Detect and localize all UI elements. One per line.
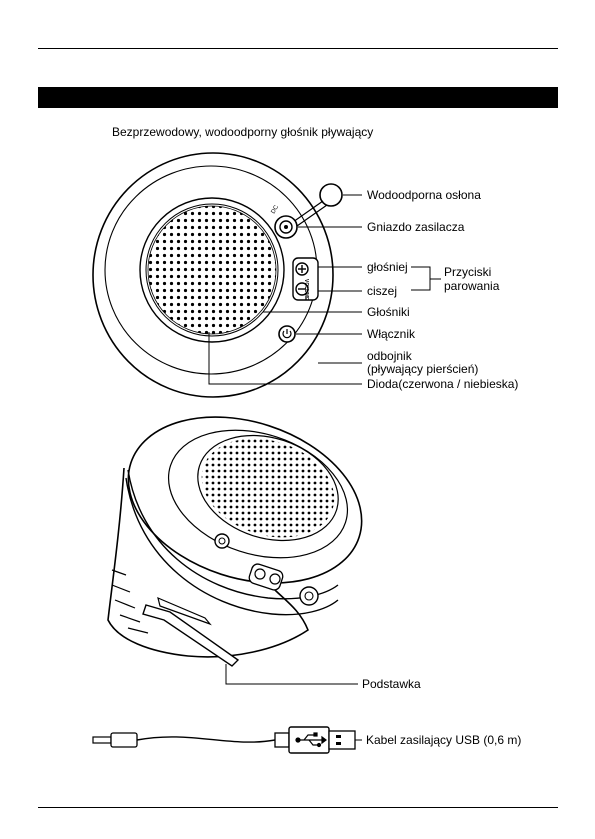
label-volume-down: ciszej [367,284,397,298]
usb-cable [93,727,362,753]
label-power-socket: Gniazdo zasilacza [367,220,464,234]
label-led: Dioda(czerwona / niebieska) [367,377,518,391]
waterproof-cover [320,184,342,206]
label-bumper-line2: (pływający pierścień) [367,362,478,376]
label-waterproof-cover: Wodoodporna osłona [367,188,481,202]
volume-marking: VOLUME [303,279,309,301]
label-volume-up: głośniej [367,260,408,274]
label-usb-cable: Kabel zasilający USB (0,6 m) [366,733,521,747]
dc-plug-tip [93,737,111,743]
label-stand: Podstawka [362,677,421,691]
label-pairing-line1: Przyciski [444,265,491,279]
side-power-switch [215,534,229,548]
label-speakers: Głośniki [367,305,410,319]
side-view-speaker [107,389,383,684]
dc-plug [111,733,137,747]
bottom-rule [38,807,558,808]
label-pairing-line2: parowania [444,279,499,293]
label-bumper-line1: odbojnik [367,349,412,363]
label-power-switch: Włącznik [367,327,415,341]
